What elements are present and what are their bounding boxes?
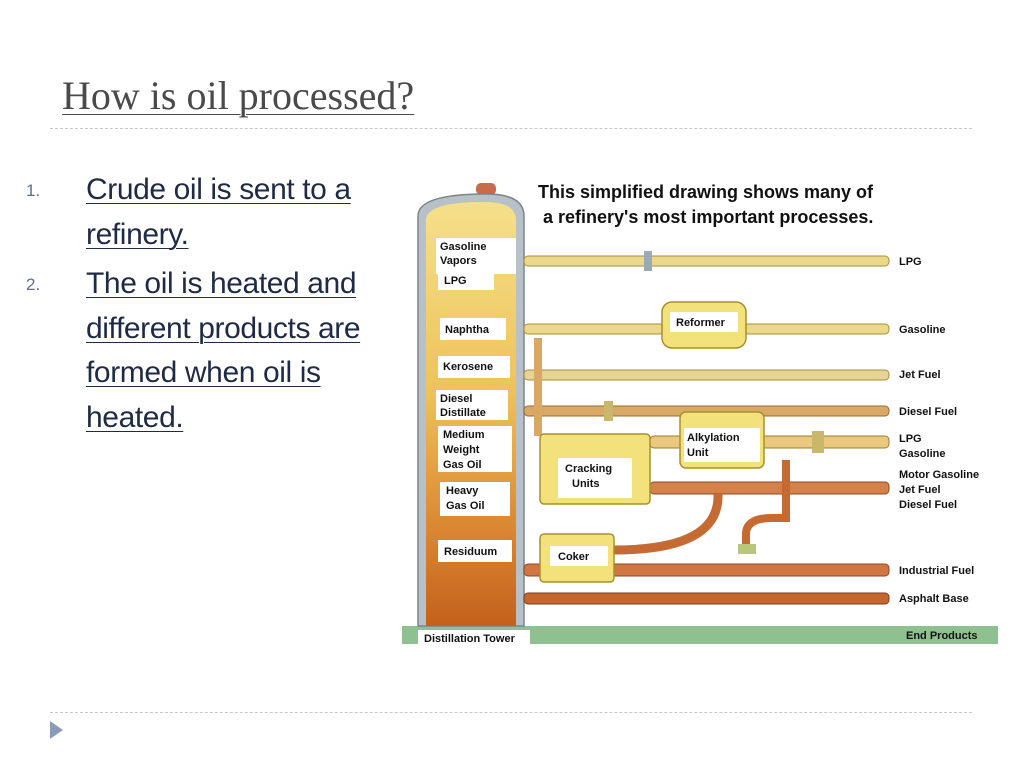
step-number: 1. <box>26 181 41 200</box>
fraction-label-heavy-gas-oil: Heavy Gas Oil <box>446 485 485 512</box>
fraction-label-line: Gasoline <box>440 241 486 253</box>
product-label-line: Gasoline <box>899 448 945 460</box>
product-label-industrial-fuel: Industrial Fuel <box>899 565 974 577</box>
unit-label-line: Cracking <box>565 463 612 475</box>
product-label-line: Diesel Fuel <box>899 499 957 511</box>
unit-label-cracking: Cracking Units <box>565 463 615 490</box>
step-text: The oil is heated and different products… <box>86 267 361 434</box>
fraction-label-line: Vapors <box>440 255 477 267</box>
product-label-line: LPG <box>899 433 922 445</box>
play-arrow-icon[interactable] <box>50 721 63 739</box>
fraction-label-line: Gas Oil <box>443 459 482 471</box>
unit-label-alkylation: Alkylation Unit <box>687 432 743 459</box>
step-item: 1. Crude oil is sent to a refinery. <box>26 168 406 257</box>
product-label-gasoline: Gasoline <box>899 324 945 336</box>
fraction-label-gasoline-vapors: Gasoline Vapors <box>440 241 490 267</box>
product-label-asphalt-base: Asphalt Base <box>899 593 969 605</box>
product-label-motor-gasoline: Motor Gasoline Jet Fuel Diesel Fuel <box>899 469 982 511</box>
title-divider <box>50 128 972 129</box>
fraction-label-medium-weight-gas-oil: Medium Weight Gas Oil <box>443 429 488 471</box>
unit-label-reformer: Reformer <box>676 317 726 329</box>
ground-strip <box>402 626 998 644</box>
end-products-label: End Products <box>906 630 978 642</box>
unit-label-line: Units <box>572 478 600 490</box>
unit-label-line: Unit <box>687 447 709 459</box>
fraction-label-line: Medium <box>443 429 485 441</box>
unit-labels: Reformer Alkylation Unit Cracking Units … <box>550 312 760 566</box>
fraction-label-lpg: LPG <box>444 275 467 287</box>
product-label-lpg: LPG <box>899 256 922 268</box>
fraction-label-line: Distillate <box>440 407 486 419</box>
product-label-line: Motor Gasoline <box>899 469 979 481</box>
fraction-label-kerosene: Kerosene <box>443 361 493 373</box>
footer-divider <box>50 712 972 713</box>
diagram-caption-line1: This simplified drawing shows many of <box>538 182 874 202</box>
product-label-diesel-fuel: Diesel Fuel <box>899 406 957 418</box>
product-label-line: Jet Fuel <box>899 484 941 496</box>
fraction-label-naphtha: Naphtha <box>445 324 490 336</box>
step-item: 2. The oil is heated and different produ… <box>26 262 406 440</box>
product-label-jet-fuel: Jet Fuel <box>899 369 941 381</box>
steps-list: 1. Crude oil is sent to a refinery. 2. T… <box>26 168 406 445</box>
product-label-lpg-gasoline: LPG Gasoline <box>899 433 945 460</box>
step-text: Crude oil is sent to a refinery. <box>86 173 351 251</box>
diagram-caption-line2: a refinery's most important processes. <box>543 207 873 227</box>
fraction-labels: Gasoline Vapors LPG Naphtha Kerosene Die… <box>436 238 516 562</box>
pipe-network <box>523 251 890 605</box>
refinery-diagram-svg: This simplified drawing shows many of a … <box>402 182 998 646</box>
fraction-label-residuum: Residuum <box>444 546 497 558</box>
unit-label-line: Alkylation <box>687 432 740 444</box>
distillation-tower-label: Distillation Tower <box>424 633 516 645</box>
fraction-label-line: Heavy <box>446 485 479 497</box>
fraction-label-diesel-distillate: Diesel Distillate <box>440 393 486 419</box>
fraction-label-line: Weight <box>443 444 480 456</box>
refinery-diagram: This simplified drawing shows many of a … <box>400 178 1000 650</box>
step-number: 2. <box>26 275 41 294</box>
unit-label-coker: Coker <box>558 551 590 563</box>
fraction-label-line: Gas Oil <box>446 500 485 512</box>
page-title: How is oil processed? <box>62 73 415 118</box>
fraction-label-line: Diesel <box>440 393 472 405</box>
product-labels: LPG Gasoline Jet Fuel Diesel Fuel LPG Ga… <box>899 256 982 605</box>
